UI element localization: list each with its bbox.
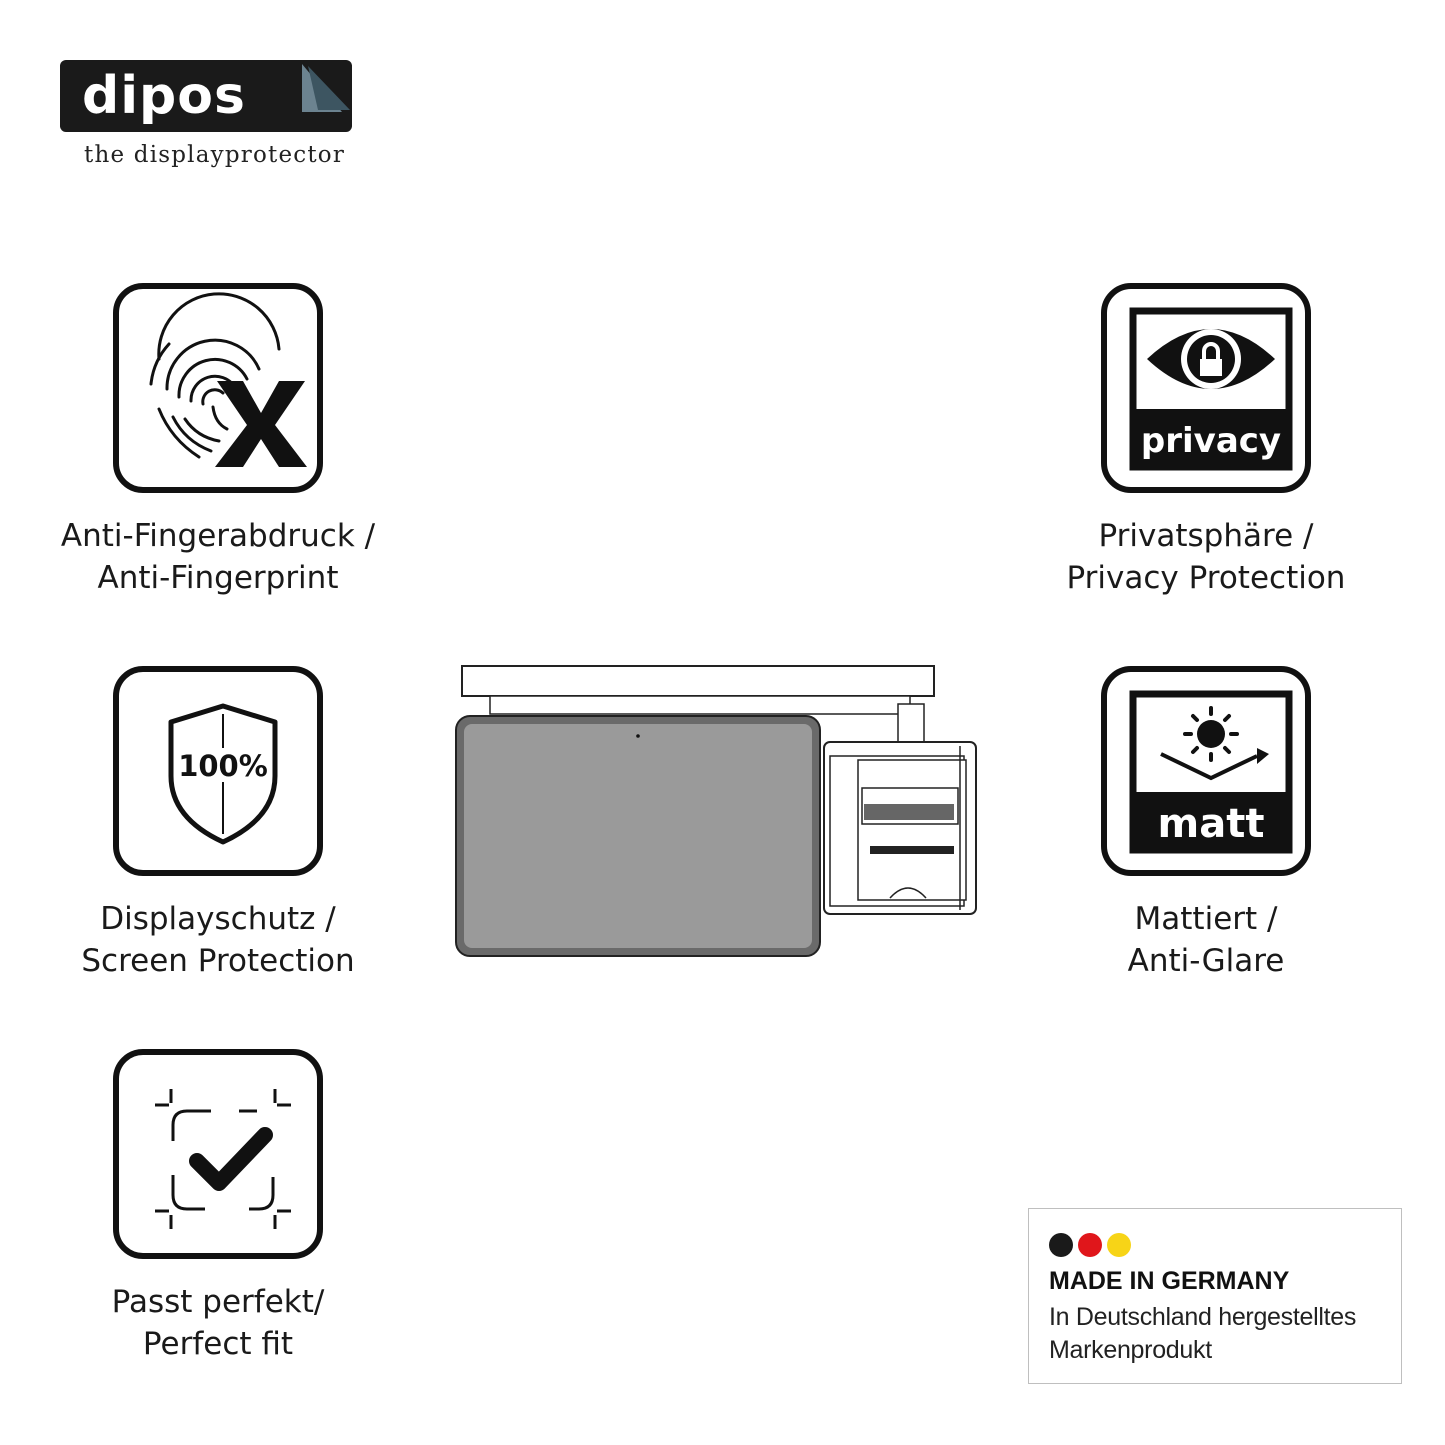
privacy-icon-label: privacy (1141, 421, 1281, 461)
feature-tile (113, 283, 323, 493)
feature-caption-en: Privacy Protection (1066, 560, 1346, 596)
feature-tile: matt (1101, 666, 1311, 876)
feature-privacy: privacy Privatsphäre / Privacy Protectio… (1006, 283, 1406, 599)
dipos-logo: dipos the displayprotector (60, 60, 354, 172)
made-in-line2: Markenprodukt (1049, 1336, 1212, 1364)
privacy-eye-lock-icon: privacy (1129, 307, 1293, 471)
shield-label: 100% (178, 749, 268, 783)
pos-terminal-illustration (455, 665, 977, 957)
fingerprint-x-icon (149, 292, 307, 467)
feature-caption-de: Privatsphäre / (1098, 518, 1314, 554)
peel-corner-icon (302, 64, 350, 112)
checkmark-frame-icon (155, 1089, 291, 1229)
feature-caption-de: Passt perfekt/ (111, 1284, 325, 1320)
made-in-line1: In Deutschland hergestelltes (1049, 1303, 1357, 1331)
feature-anti-fingerprint: Anti-Fingerabdruck / Anti-Fingerprint (18, 283, 418, 599)
feature-tile: privacy (1101, 283, 1311, 493)
sun-matt-icon: matt (1129, 690, 1293, 854)
feature-caption-de: Displayschutz / (100, 901, 336, 937)
feature-caption-en: Perfect fit (142, 1326, 294, 1362)
feature-caption-de: Mattiert / (1134, 901, 1278, 937)
flag-dot-red (1078, 1233, 1102, 1257)
feature-caption-de: Anti-Fingerabdruck / (60, 518, 376, 554)
feature-screen-protection: 100% Displayschutz / Screen Protection (18, 666, 418, 982)
brand-tagline: the displayprotector (84, 142, 346, 168)
feature-perfect-fit: Passt perfekt/ Perfect fit (18, 1049, 418, 1365)
matt-icon-label: matt (1158, 801, 1265, 847)
feature-tile (113, 1049, 323, 1259)
made-in-title: MADE IN GERMANY (1049, 1267, 1290, 1295)
feature-caption-en: Anti-Fingerprint (97, 560, 339, 596)
german-flag-dots-icon (1049, 1233, 1136, 1257)
feature-anti-glare: matt Mattiert / Anti-Glare (1006, 666, 1406, 982)
brand-name: dipos (82, 66, 246, 126)
feature-caption-en: Anti-Glare (1127, 943, 1285, 979)
made-in-subtitle: In Deutschland hergestelltes Markenprodu… (1049, 1301, 1356, 1367)
flag-dot-black (1049, 1233, 1073, 1257)
feature-tile: 100% (113, 666, 323, 876)
flag-dot-gold (1107, 1233, 1131, 1257)
made-in-germany-badge: MADE IN GERMANY In Deutschland hergestel… (1028, 1208, 1402, 1384)
logo-badge: dipos (60, 60, 352, 132)
feature-caption-en: Screen Protection (81, 943, 355, 979)
shield-100-icon: 100% (168, 703, 278, 845)
